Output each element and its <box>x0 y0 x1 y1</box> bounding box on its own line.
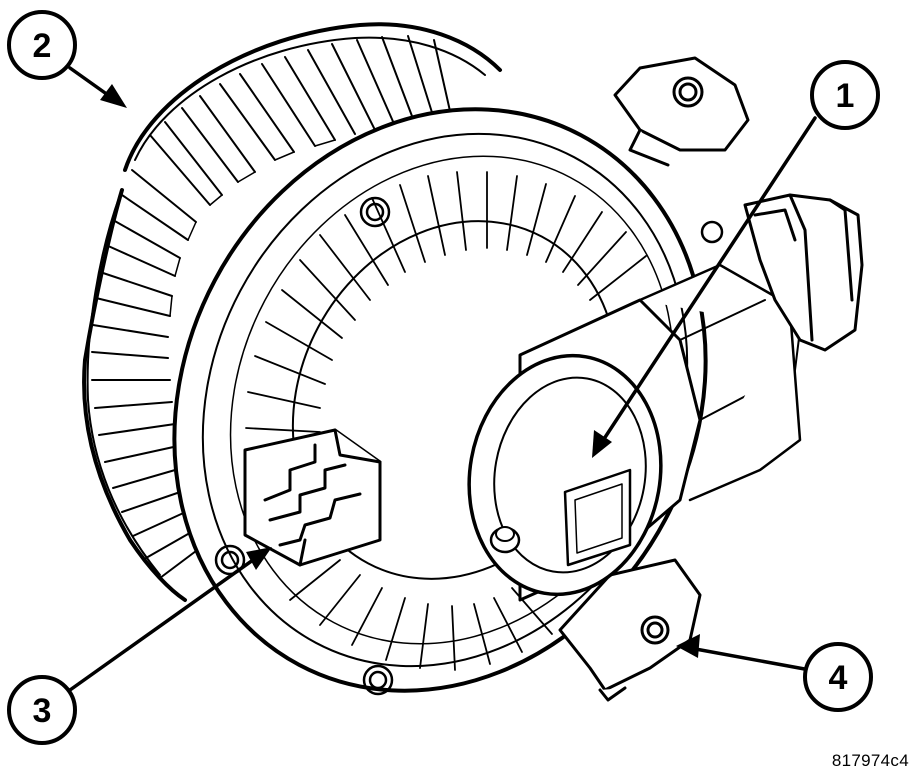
callout-3-label: 3 <box>33 692 52 730</box>
callout-3: 3 <box>7 675 77 745</box>
blower-motor <box>467 263 802 602</box>
arrowhead-2 <box>100 84 127 108</box>
callout-4-label: 4 <box>829 659 848 697</box>
callout-1-label: 1 <box>836 77 855 115</box>
mounting-tabs <box>558 56 750 702</box>
arrowhead-3 <box>246 547 272 570</box>
callout-2-label: 2 <box>33 27 52 65</box>
callout-1: 1 <box>810 60 880 130</box>
motor-connector <box>743 193 864 352</box>
arrowhead-4 <box>676 634 700 658</box>
arrowheads <box>100 84 700 658</box>
arrowhead-1 <box>592 430 612 458</box>
blower-wheel <box>82 22 502 602</box>
callout-4: 4 <box>803 642 873 712</box>
callout-2: 2 <box>7 10 77 80</box>
figure-id: 817974c4 <box>831 751 909 770</box>
harness-connector <box>243 428 382 567</box>
